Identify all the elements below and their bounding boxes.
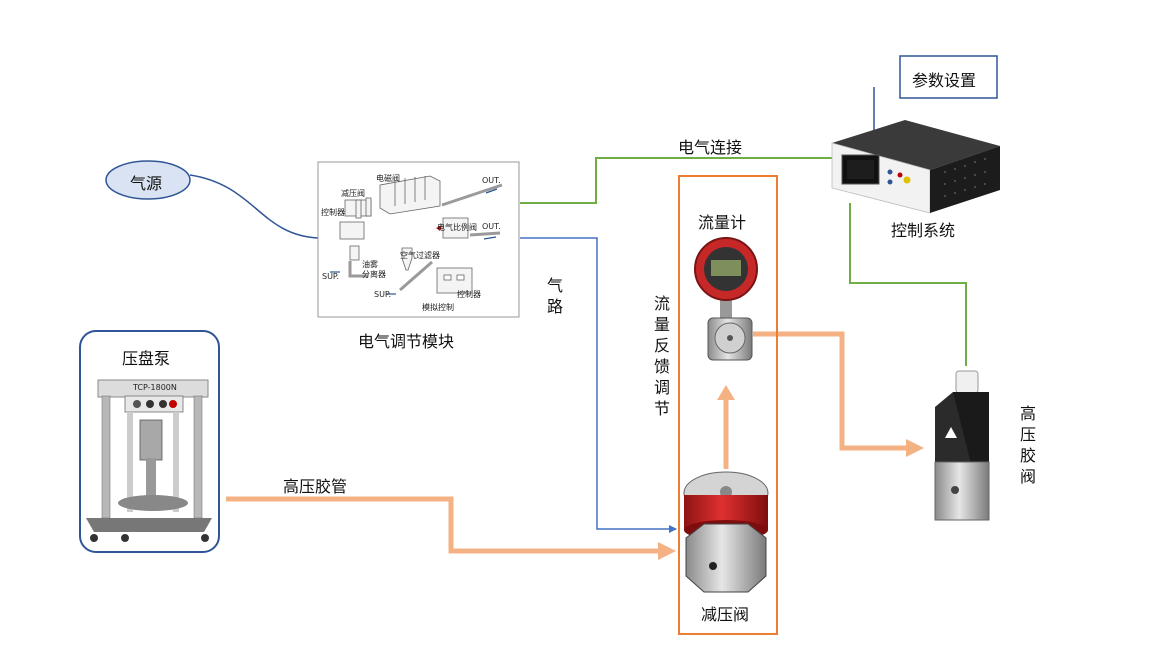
md-sup-1: SUP. [322, 272, 339, 281]
high-pressure-valve-image [934, 370, 990, 521]
air-source-label: 气源 [130, 174, 163, 193]
control-to-valve-line [849, 203, 967, 366]
md-controller-1: 控制器 [321, 207, 345, 217]
air-source-line [189, 174, 319, 239]
md-sup-2: SUP. [374, 290, 391, 299]
pump-image: TCP-1800N [86, 379, 212, 542]
air-path-line [520, 237, 677, 533]
valve-arrowhead [906, 439, 924, 457]
control-system-label: 控制系统 [891, 221, 956, 240]
control-system-image [831, 120, 1000, 214]
md-out-1: OUT. [482, 176, 501, 185]
electric-connection-line [520, 157, 832, 204]
md-air-filter: 空气过滤器 [400, 250, 440, 260]
param-settings-label: 参数设置 [912, 71, 977, 90]
md-out-2: OUT. [482, 222, 501, 231]
air-path-label: 气路 [546, 276, 563, 316]
md-oil-mist: 油雾 [362, 259, 378, 269]
pressure-reducing-valve-image [683, 471, 769, 593]
to-valve-hose-line [753, 331, 908, 451]
hose-arrowhead [658, 542, 676, 560]
high-pressure-hose-line [226, 496, 660, 554]
pressure-pump-label: 压盘泵 [122, 349, 171, 368]
flow-meter-image [694, 237, 758, 361]
md-separator: 分离器 [362, 269, 386, 279]
md-solenoid-valve: 电磁阀 [376, 173, 400, 183]
param-settings-box [899, 55, 998, 99]
high-pressure-valve-label: 高压胶阀 [1019, 404, 1036, 486]
md-controller-2: 控制器 [457, 289, 481, 299]
electric-connection-label: 电气连接 [678, 138, 743, 157]
pump-model-plate: TCP-1800N [132, 383, 177, 392]
md-reducing-valve: 减压阀 [341, 188, 365, 198]
feedback-arrowhead [717, 385, 735, 400]
electro-module-image: 电磁阀 减压阀 控制器 OUT. OUT. 电气比例阀 空气过滤器 SUP. 油… [317, 161, 520, 318]
flow-meter-label: 流量计 [698, 213, 747, 232]
high-pressure-hose-label: 高压胶管 [283, 477, 348, 496]
electro-module-label: 电气调节模块 [358, 332, 455, 351]
flow-feedback-label: 流量反馈调节 [653, 294, 670, 418]
md-analog-control: 模拟控制 [422, 302, 454, 312]
pressure-reducing-valve-label: 减压阀 [701, 605, 750, 624]
air-source-ellipse [105, 160, 191, 200]
flow-feedback-frame [678, 175, 778, 635]
md-proportional-valve: 电气比例阀 [437, 222, 477, 232]
